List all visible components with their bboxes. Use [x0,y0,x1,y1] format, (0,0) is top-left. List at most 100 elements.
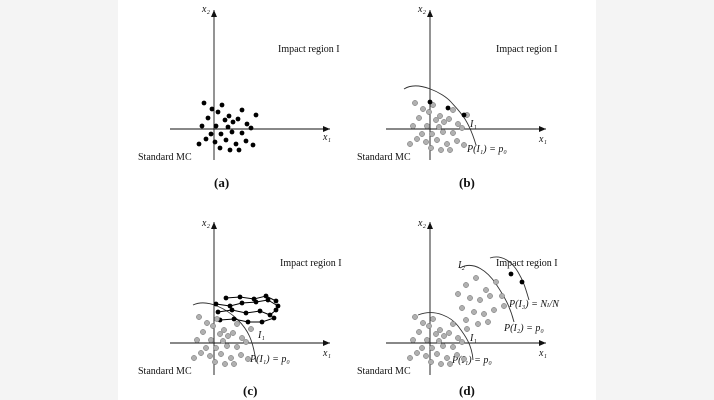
sample-point-gray [243,339,249,345]
sample-point-gray [440,129,446,135]
sample-point-gray [204,320,210,326]
sample-point-gray [228,355,234,361]
sample-point-black [275,303,281,309]
limit-state-curve-I1 [417,312,474,361]
sample-point-gray [245,356,251,362]
sample-point-gray [407,355,413,361]
panel-caption: (b) [459,175,475,190]
y-axis-label: x₂ [201,4,210,15]
sample-point-gray [429,345,435,351]
subset-simulation-figure: x₂ x₁ Impact region I Standard MC (a) x₂… [138,4,560,398]
sample-point-gray [455,121,461,127]
sample-point-black [219,102,225,108]
sample-point-gray [444,355,450,361]
sample-point-black [215,309,221,315]
sample-point-black [236,147,242,153]
sample-point-gray [438,147,444,153]
sample-point-gray [481,311,487,317]
sample-point-gray [450,107,456,113]
sample-point-black [461,112,467,118]
sample-point-gray [464,326,470,332]
sample-point-gray [463,282,469,288]
sample-point-gray [220,338,226,344]
sample-point-gray [463,317,469,323]
sample-point-gray [428,359,434,365]
sample-point-gray [203,345,209,351]
sample-point-gray [455,335,461,341]
sample-point-gray [412,314,418,320]
sample-point-black [227,147,233,153]
sample-point-black [227,303,233,309]
sample-point-gray [224,343,230,349]
sample-point-black [263,293,269,299]
sample-point-black [223,137,229,143]
sample-point-gray [461,356,467,362]
sample-point-gray [426,323,432,329]
sample-point-gray [222,361,228,367]
sample-point-gray [416,115,422,121]
sample-point-black [271,315,277,321]
sample-point-black [243,310,249,316]
sample-point-gray [440,343,446,349]
sample-point-black [239,300,245,306]
sample-points [191,314,254,367]
sample-point-black [223,295,229,301]
markov-chains [213,293,281,325]
sample-point-gray [441,119,447,125]
sample-point-gray [430,316,436,322]
sample-point-gray [414,350,420,356]
sample-point-gray [433,117,439,123]
impact-region-label: Impact region I [496,44,558,55]
sample-point-black [212,139,218,145]
sample-point-gray [447,361,453,367]
sample-point-gray [467,295,473,301]
boundary-label-I1: I₁ [469,333,477,344]
sample-points [407,99,470,153]
sample-points [196,100,259,153]
sample-point-black [215,109,221,115]
sample-point-gray [423,139,429,145]
sample-point-gray [475,321,481,327]
sample-point-black [253,112,259,118]
sample-point-black [239,130,245,136]
sample-point-gray [434,351,440,357]
sample-point-gray [419,345,425,351]
sample-point-black [250,142,256,148]
sample-point-gray [436,338,442,344]
sample-point-black [222,117,228,123]
sample-point-black [267,312,273,318]
sample-point-black [508,271,514,277]
probability-label: P(I₁) = p₀ [249,354,290,365]
sample-point-gray [426,109,432,115]
sample-point-gray [410,337,416,343]
sample-point-gray [471,309,477,315]
sample-point-gray [454,138,460,144]
sample-point-gray [248,326,254,332]
sample-point-gray [434,137,440,143]
sample-point-black [229,129,235,135]
sample-point-gray [412,100,418,106]
sample-point-gray [459,305,465,311]
sample-point-gray [213,345,219,351]
method-label: Standard MC [138,152,192,163]
sample-point-gray [461,142,467,148]
panel-b: x₂ x₁ Impact region I Standard MC I₁ P(I… [357,4,558,190]
sample-point-black [273,307,279,313]
method-label: Standard MC [138,366,192,377]
sample-point-black [245,319,251,325]
sample-point-gray [444,141,450,147]
sample-point-gray [210,323,216,329]
sample-point-black [209,106,215,112]
sample-point-black [445,105,451,111]
sample-point-gray [234,344,240,350]
sample-point-gray [487,293,493,299]
sample-point-gray [454,352,460,358]
sample-point-gray [196,314,202,320]
probability-label-I2: P(I₂) = p₀ [503,323,544,334]
sample-point-gray [424,337,430,343]
sample-point-black [199,123,205,129]
sample-point-gray [459,125,465,131]
sample-point-gray [437,327,443,333]
sample-point-gray [446,330,452,336]
sample-point-gray [234,321,240,327]
